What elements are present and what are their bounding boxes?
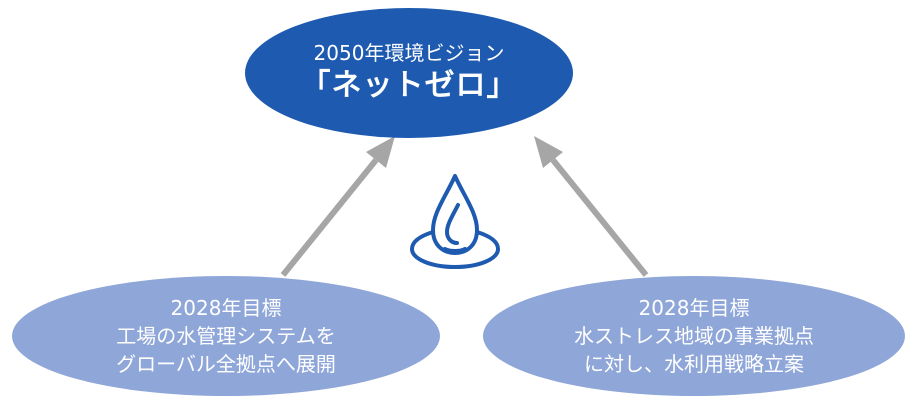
right-arrow-head — [534, 136, 563, 168]
goal-left-text-2: グローバル全拠点へ展開 — [116, 352, 336, 376]
goal-left-text-1: 工場の水管理システムを — [116, 324, 336, 348]
vision-title: 2050年環境ビジョン — [313, 41, 505, 65]
vision-ellipse: 2050年環境ビジョン 「ネットゼロ」 — [245, 8, 573, 138]
right-arrow-shaft — [550, 158, 649, 277]
left-arrow-head — [366, 136, 395, 168]
goal-right-text-2: に対し、水利用戦略立案 — [584, 352, 804, 376]
water-drop-icon — [410, 174, 500, 269]
vision-main-label: 「ネットゼロ」 — [300, 68, 518, 103]
goal-right-text-1: 水ストレス地域の事業拠点 — [574, 324, 814, 348]
goal-left-year: 2028年目標 — [170, 296, 282, 320]
goal-right-year: 2028年目標 — [638, 296, 750, 320]
left-arrow-shaft — [280, 158, 379, 277]
goal-right-ellipse: 2028年目標 水ストレス地域の事業拠点 に対し、水利用戦略立案 — [483, 276, 905, 396]
goal-left-ellipse: 2028年目標 工場の水管理システムを グローバル全拠点へ展開 — [12, 276, 440, 396]
